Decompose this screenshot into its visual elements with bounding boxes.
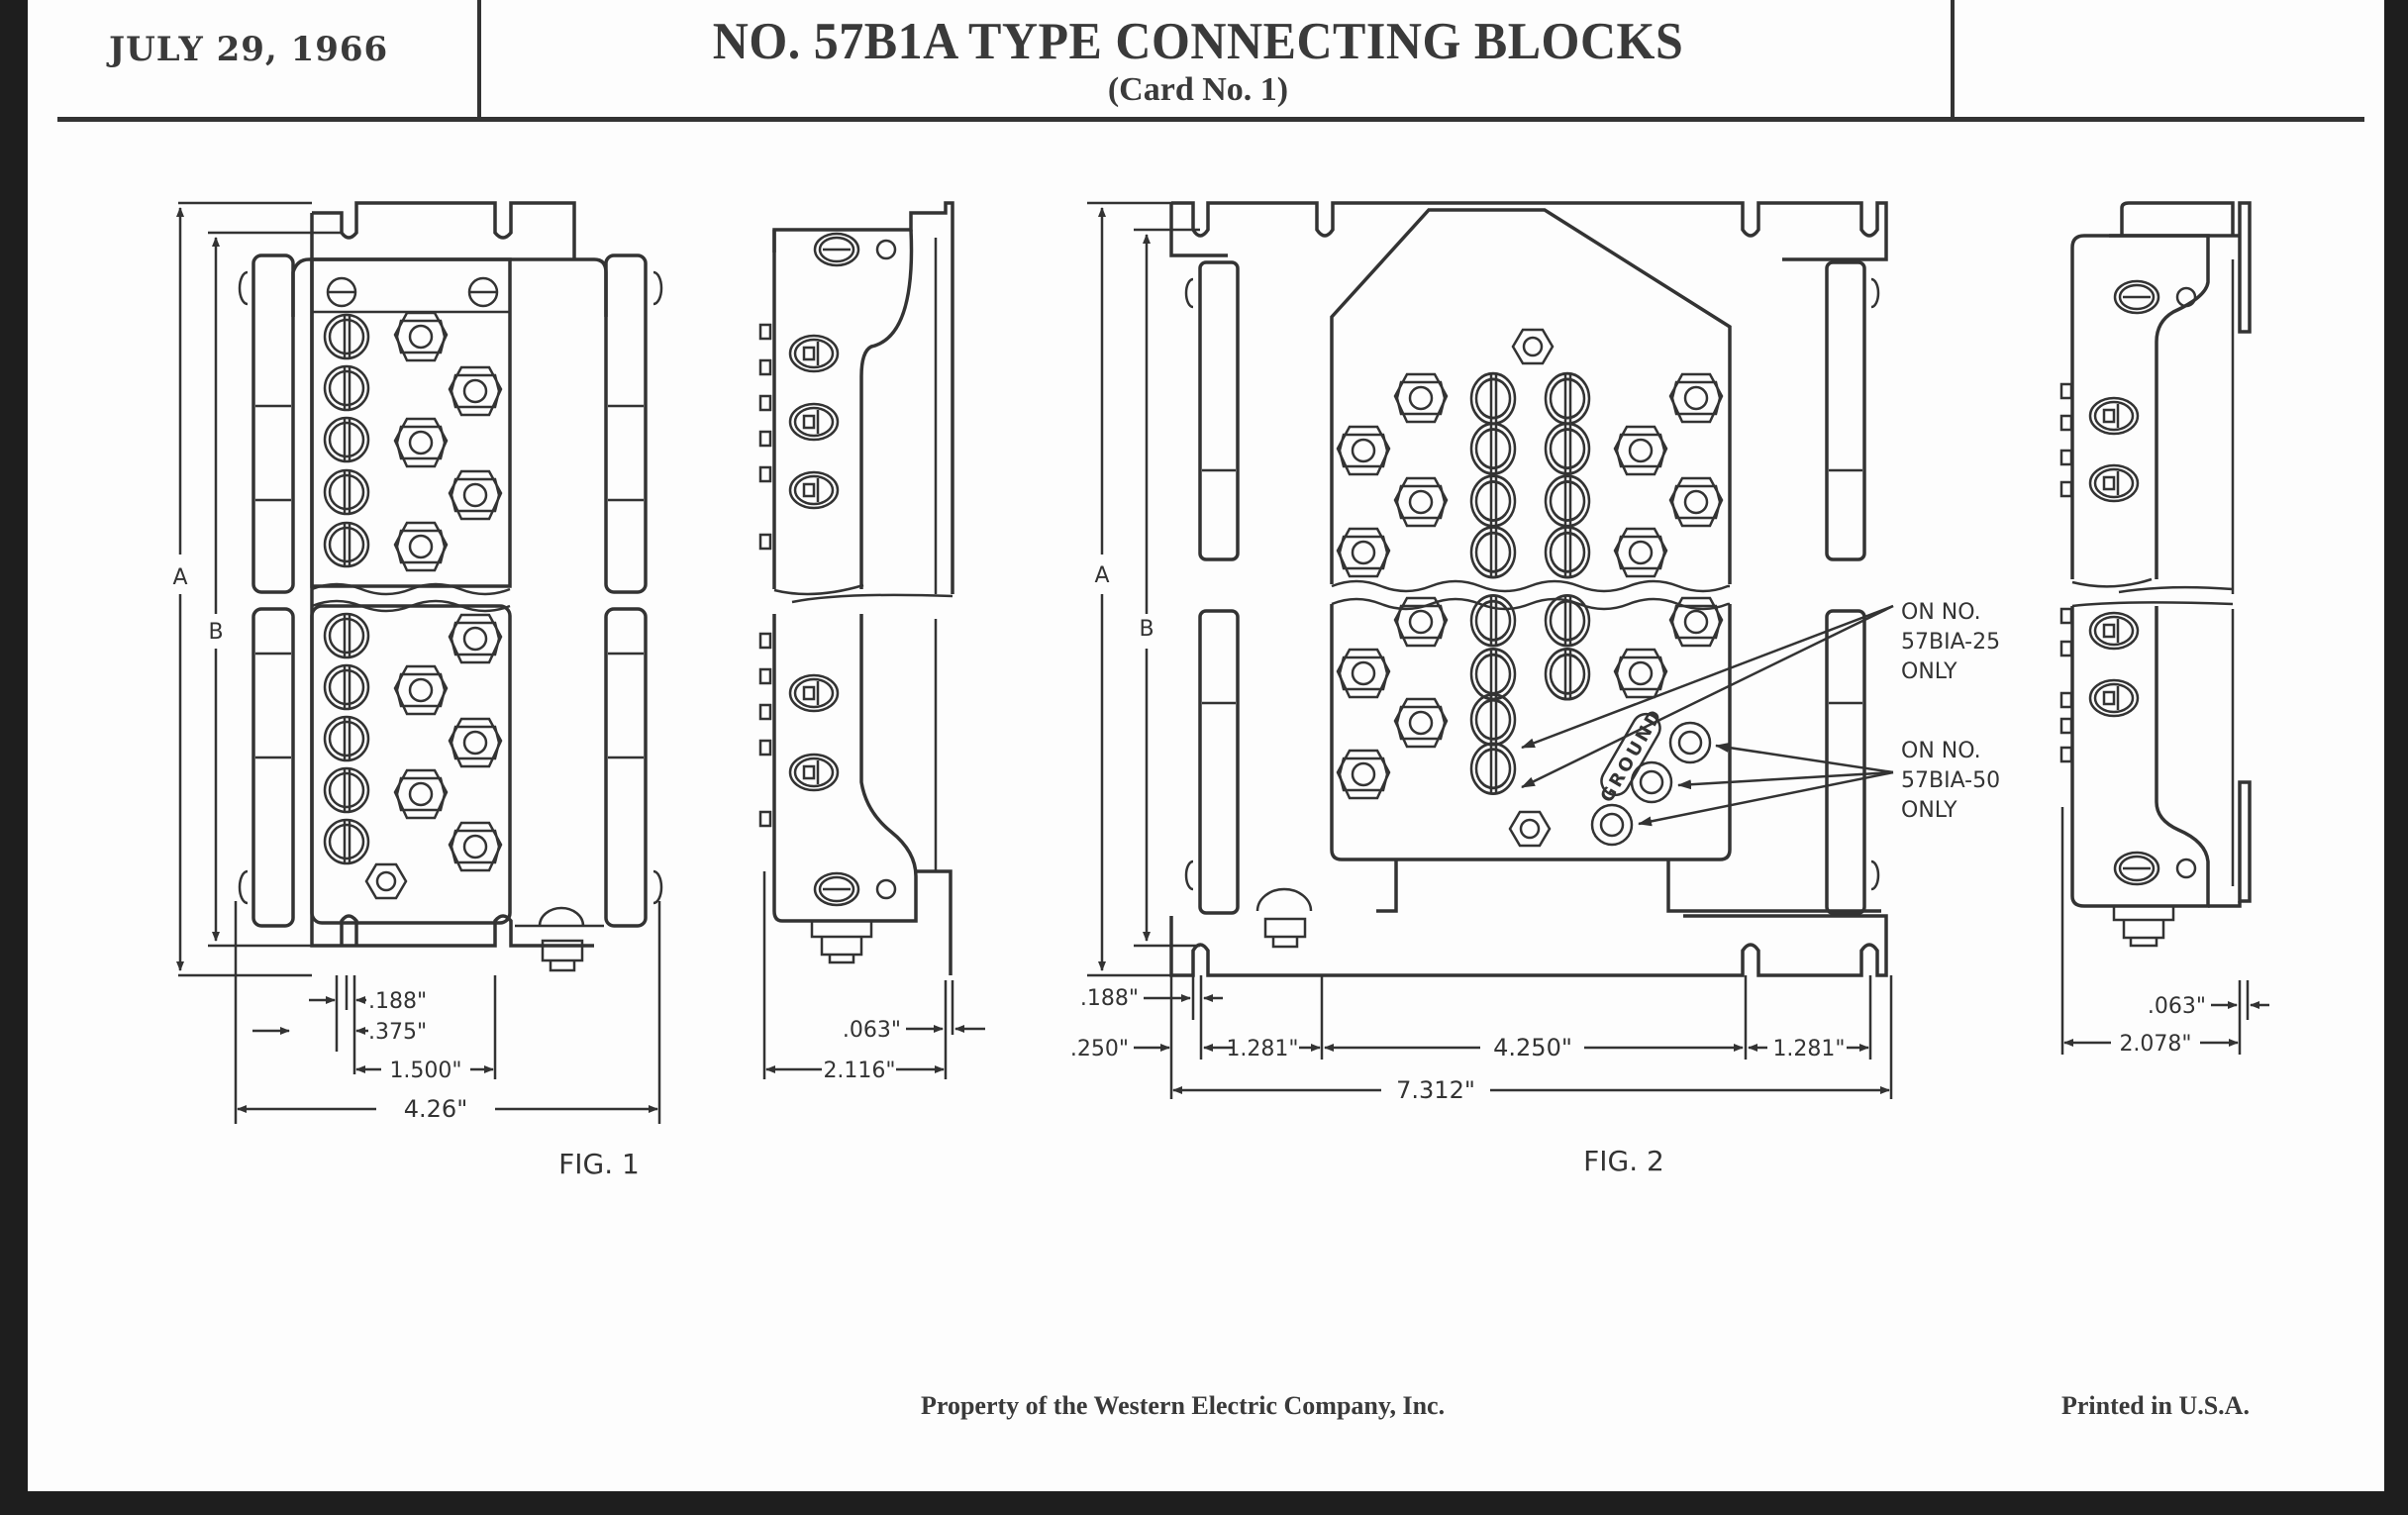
reference-card (28, 0, 2384, 1491)
card-subtitle: (Card No. 1) (1107, 71, 1289, 108)
callout-50-line1: ON NO. (1901, 739, 1981, 763)
fig1-side-dim-2116: 2.116" (823, 1059, 895, 1083)
header-divider-right (1951, 0, 1955, 117)
callout-25-line1: ON NO. (1901, 600, 1981, 625)
fig2-dim-1281-left: 1.281" (1226, 1037, 1298, 1061)
fig1-label-a: A (172, 565, 187, 590)
footer-ownership: Property of the Western Electric Company… (921, 1391, 1446, 1420)
fig1-caption: FIG. 1 (558, 1148, 640, 1180)
fig1-dim-1500: 1.500" (389, 1059, 461, 1083)
callout-50-line2: 57BIA-50 (1901, 768, 2000, 793)
fig2-front-view: GROUND (1169, 201, 1888, 977)
card-date: JULY 29, 1966 (109, 30, 389, 69)
card-title: NO. 57B1A TYPE CONNECTING BLOCKS (712, 11, 1684, 70)
fig2-label-b: B (1139, 617, 1154, 642)
fig2-dimensions: A B .188" .250" 1.281" 4.250" 1.281" 7.3… (1070, 201, 1893, 1104)
fig2-side-dim-2078: 2.078" (2119, 1032, 2191, 1057)
fig1-side-view (758, 201, 954, 975)
fig1-dim-375: .375" (368, 1020, 427, 1045)
fig2-dim-7312: 7.312" (1396, 1076, 1475, 1104)
callout-50-line3: ONLY (1901, 798, 1957, 823)
fig1-dim-188: .188" (368, 989, 427, 1014)
fig2-dim-188: .188" (1080, 986, 1139, 1011)
header-divider-left (477, 0, 481, 117)
fig1-front-view (238, 201, 663, 972)
fig1-dimensions: A B .188" .375" 1.500" 4.26" (172, 201, 661, 1124)
fig2-side-dimensions: .063" 2.078" (2060, 807, 2269, 1057)
ground-post (1630, 760, 1673, 804)
fig2-label-a: A (1094, 563, 1109, 588)
callout-25-line3: ONLY (1901, 659, 1957, 684)
ground-post (1668, 721, 1712, 764)
footer-printed: Printed in U.S.A. (2061, 1391, 2250, 1420)
fig2-dim-1281-right: 1.281" (1772, 1037, 1845, 1061)
fig2-side-dim-063: .063" (2148, 994, 2206, 1019)
fig1-side-dimensions: .063" 2.116" (762, 871, 985, 1083)
ground-post (1590, 803, 1634, 847)
callout-25-line2: 57BIA-25 (1901, 630, 2000, 655)
fig2-side-view (2059, 201, 2252, 948)
fig2-caption: FIG. 2 (1583, 1145, 1664, 1177)
fig1-label-b: B (208, 620, 223, 645)
fig2-callouts: ON NO. 57BIA-25 ONLY ON NO. 57BIA-50 ONL… (1521, 600, 2000, 827)
fig1-side-dim-063: .063" (843, 1018, 901, 1043)
fig2-dim-4250: 4.250" (1493, 1034, 1572, 1061)
fig2-dim-250: .250" (1070, 1037, 1129, 1061)
fig1-dim-426: 4.26" (404, 1095, 467, 1123)
header-rule (57, 117, 2364, 122)
